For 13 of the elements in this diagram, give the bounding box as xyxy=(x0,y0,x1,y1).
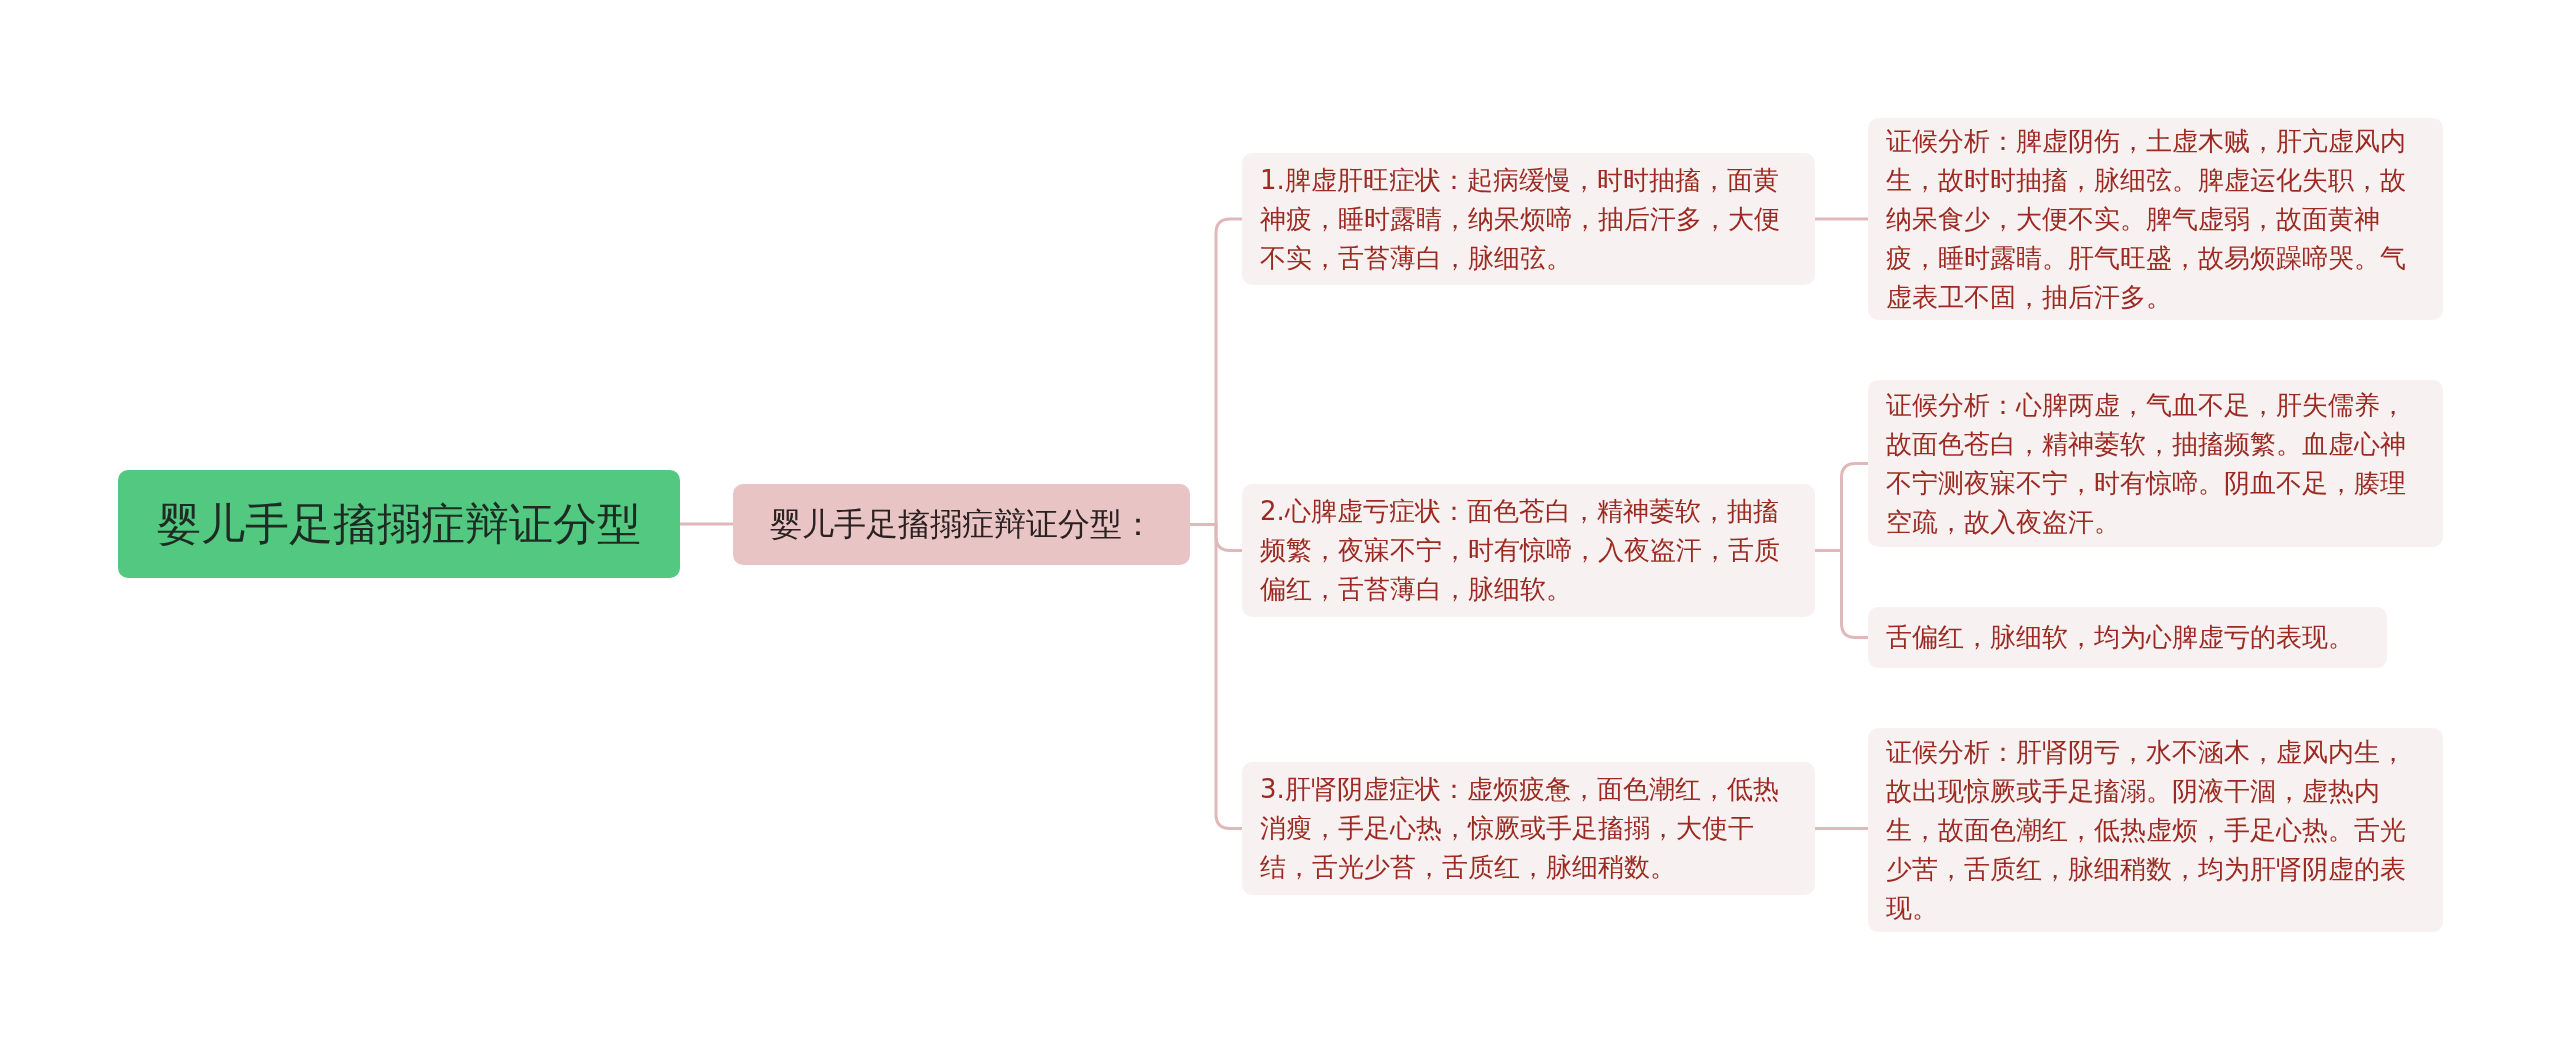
analysis-box: 证候分析：心脾两虚，气血不足，肝失儒养，故面色苍白，精神萎软，抽搐频繁。血虚心神不宁测夜寐不宁，时有惊啼。阴血不足，腠理空疏，故入夜盗汗。 xyxy=(1868,380,2443,547)
symptom-box: 1.脾虚肝旺症状：起病缓慢，时时抽搐，面黄神疲，睡时露睛，纳呆烦啼，抽后汗多，大便不实，舌苔薄白，脉细弦。 xyxy=(1242,153,1815,285)
connector-line xyxy=(1815,217,1868,221)
connector-line xyxy=(1190,523,1242,830)
symptom-box: 3.肝肾阴虚症状：虚烦疲惫，面色潮红，低热消瘦，手足心热，惊厥或手足搐搦，大使干结，舌光少苔，舌质红，脉细稍数。 xyxy=(1242,762,1815,895)
root-topic-box: 婴儿手足搐搦症辩证分型 xyxy=(118,470,680,578)
subtopic-box: 婴儿手足搐搦症辩证分型： xyxy=(733,484,1190,565)
connector-line xyxy=(1815,827,1868,830)
note-box: 舌偏红，脉细软，均为心脾虚亏的表现。 xyxy=(1868,607,2387,668)
analysis-box: 证候分析：脾虚阴伤，土虚木贼，肝亢虚风内生，故时时抽搐，脉细弦。脾虚运化失职，故纳呆食少，大便不实。脾气虚弱，故面黄神疲，睡时露睛。肝气旺盛，故易烦躁啼哭。气虚表卫不固，抽后汗多。 xyxy=(1868,118,2443,320)
analysis-box: 证候分析：肝肾阴亏，水不涵木，虚风内生，故出现惊厥或手足搐溺。阴液干涸，虚热内生，故面色潮红，低热虚烦，手足心热。舌光少苦，舌质红，脉细稍数，均为肝肾阴虚的表现。 xyxy=(1868,728,2443,932)
connector-line xyxy=(680,522,733,526)
symptom-box: 2.心脾虚亏症状：面色苍白，精神萎软，抽搐频繁，夜寐不宁，时有惊啼，入夜盗汗，舌质偏红，舌苔薄白，脉细软。 xyxy=(1242,484,1815,617)
